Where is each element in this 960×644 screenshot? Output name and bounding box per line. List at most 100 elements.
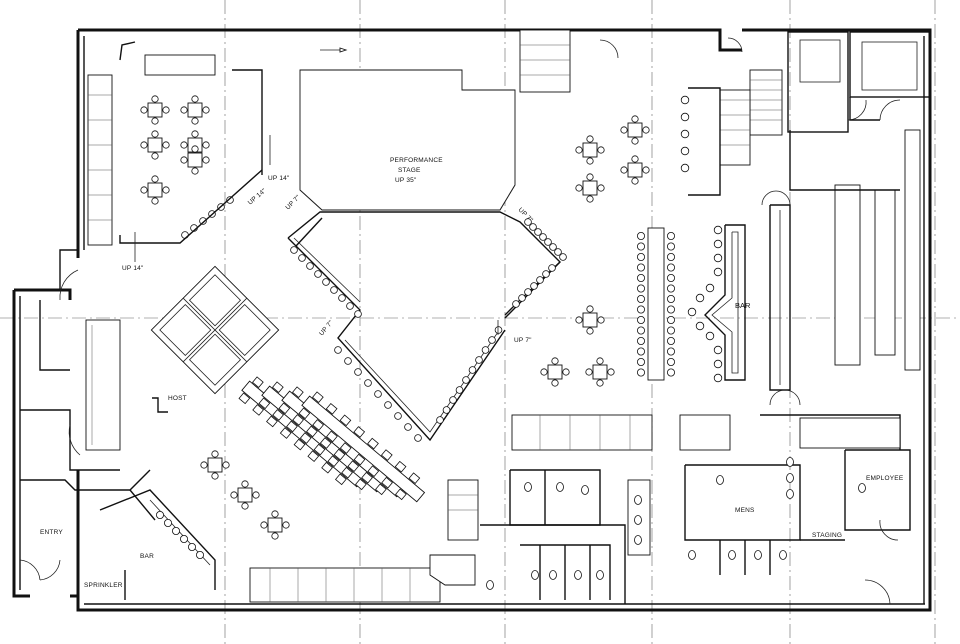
chair xyxy=(341,466,353,479)
entry-zone xyxy=(19,249,168,581)
fixture xyxy=(634,495,642,505)
chair xyxy=(307,450,320,462)
platform-chair xyxy=(338,294,346,302)
table-square xyxy=(267,517,283,533)
platform-chair xyxy=(322,278,330,286)
lounge-booths xyxy=(150,265,280,395)
communal-tabletop xyxy=(301,395,426,503)
chair xyxy=(299,432,312,444)
fixture xyxy=(716,475,724,485)
fixture xyxy=(531,570,539,580)
chair xyxy=(551,379,559,387)
chair xyxy=(374,483,387,496)
table-square xyxy=(627,162,643,178)
exterior-walls xyxy=(12,28,932,612)
chair xyxy=(180,141,188,149)
bar-stool xyxy=(713,373,723,383)
up-arrows xyxy=(134,135,499,335)
chair xyxy=(339,414,352,427)
chair xyxy=(575,146,583,154)
bar-stool xyxy=(680,146,690,156)
chair xyxy=(367,437,379,450)
fixture xyxy=(786,473,794,483)
chair xyxy=(586,305,594,313)
chair xyxy=(637,284,646,293)
up7-label-a: UP 7" xyxy=(284,194,302,212)
platform-chair xyxy=(518,294,526,302)
chair xyxy=(191,117,199,125)
chair xyxy=(279,427,292,439)
chair xyxy=(334,473,347,486)
platform-chair xyxy=(181,231,189,239)
bar-stool xyxy=(713,225,723,235)
chair xyxy=(162,186,170,194)
lower-tables xyxy=(200,450,290,540)
chair xyxy=(667,284,676,293)
chair xyxy=(361,471,373,484)
chair xyxy=(637,315,646,324)
platform-chair xyxy=(354,310,362,318)
chair xyxy=(367,465,380,477)
table-square xyxy=(147,137,163,153)
chair xyxy=(667,263,676,272)
chair xyxy=(140,141,148,149)
chair xyxy=(637,294,646,303)
chair xyxy=(278,402,291,415)
chair xyxy=(252,404,265,416)
chair xyxy=(347,460,360,472)
platform-chair xyxy=(488,336,496,344)
restroom-fixtures xyxy=(486,457,866,590)
chair xyxy=(230,491,238,499)
platform-chair xyxy=(539,233,547,241)
chair xyxy=(151,152,159,160)
chair xyxy=(151,175,159,183)
chair xyxy=(298,407,311,420)
chair xyxy=(293,438,306,451)
platform-chair xyxy=(524,288,532,296)
chair xyxy=(321,461,333,474)
sprinkler-label: SPRINKLER xyxy=(84,582,123,589)
chair xyxy=(286,420,298,433)
chair xyxy=(667,368,676,377)
chair xyxy=(151,95,159,103)
chair xyxy=(202,141,210,149)
chair xyxy=(266,415,278,428)
right-tables xyxy=(540,115,650,387)
fixture xyxy=(858,483,866,493)
platform-chair xyxy=(306,262,314,270)
up14-label-a: UP 14" xyxy=(268,175,290,182)
chair xyxy=(575,184,583,192)
chair xyxy=(631,115,639,123)
restroom-block xyxy=(480,414,911,605)
bar-stool xyxy=(687,307,697,317)
platform-chair xyxy=(436,416,444,424)
table-square xyxy=(627,122,643,138)
chair xyxy=(241,480,249,488)
chair xyxy=(140,186,148,194)
chair xyxy=(162,106,170,114)
bar-stool xyxy=(187,543,196,552)
chair xyxy=(258,397,271,410)
platform-chair xyxy=(414,434,422,442)
fixture xyxy=(596,570,604,580)
fixture xyxy=(549,570,557,580)
table-square xyxy=(207,457,223,473)
table-square xyxy=(147,182,163,198)
small-bar-stools xyxy=(155,510,204,560)
platform-chair xyxy=(494,326,503,334)
platform-chair xyxy=(364,379,372,387)
chair xyxy=(140,106,148,114)
bottom-bench xyxy=(249,479,479,603)
chair xyxy=(306,425,318,438)
mens-label: MENS xyxy=(735,507,755,514)
chair xyxy=(631,137,639,145)
table-square xyxy=(547,364,563,380)
chair xyxy=(291,386,304,399)
chair xyxy=(637,326,646,335)
up14-label-c: UP 14" xyxy=(122,265,144,272)
bar-stool xyxy=(713,267,723,277)
main-bar xyxy=(704,129,921,406)
left-dining-room xyxy=(87,41,263,246)
chair xyxy=(597,316,605,324)
chair xyxy=(642,166,650,174)
